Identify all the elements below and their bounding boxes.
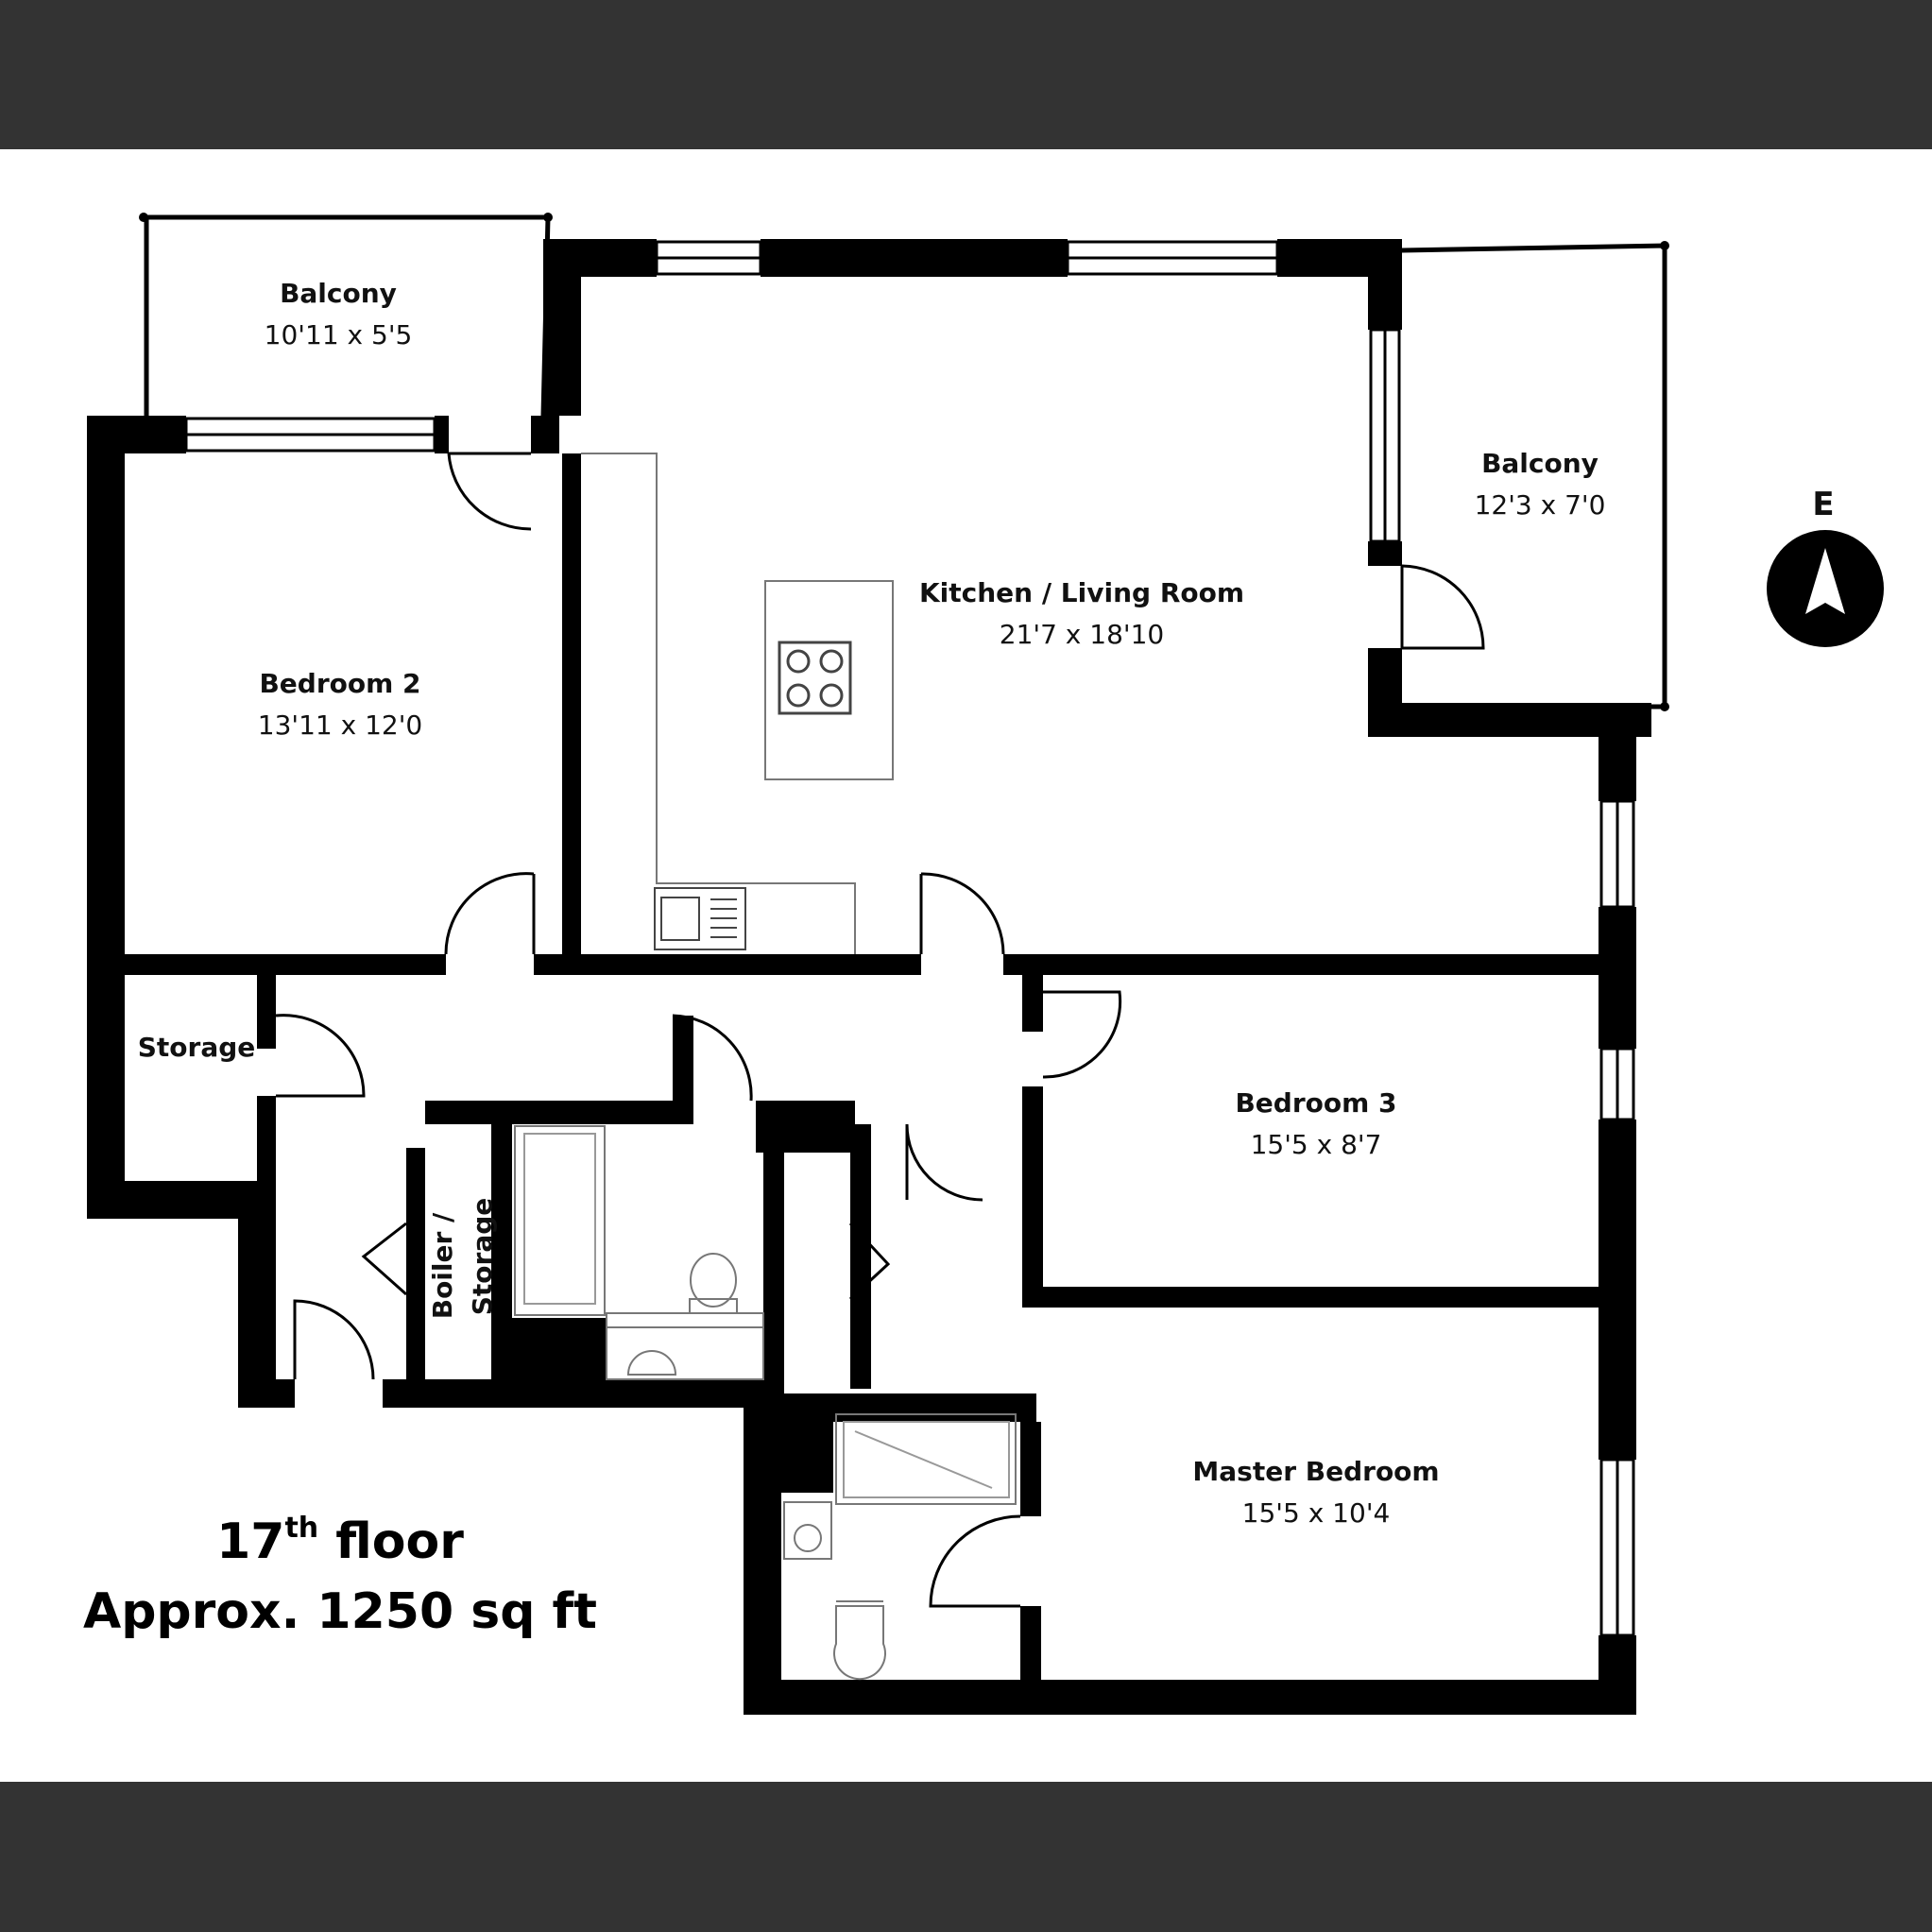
kitchen-sink: [654, 887, 746, 950]
bedroom-3-name: Bedroom 3: [1235, 1087, 1396, 1119]
ensuite-toilet: [833, 1600, 886, 1681]
ensuite-bath: [835, 1413, 1017, 1505]
compass: E: [1767, 486, 1884, 647]
balcony-1-size: 10'11 x 5'5: [265, 319, 413, 350]
kitchen-fittings: [581, 453, 894, 954]
ensuite-basin: [794, 1524, 822, 1552]
bedroom-2-name: Bedroom 2: [259, 668, 420, 699]
basin: [626, 1350, 677, 1376]
balcony-1-name: Balcony: [280, 278, 397, 309]
kitchen-living-size: 21'7 x 18'10: [1000, 619, 1164, 650]
bathroom-fittings: [514, 1125, 1017, 1681]
windows: [184, 240, 1635, 1637]
compass-arrow-icon: [1805, 548, 1845, 614]
walls: [87, 239, 1651, 1715]
boiler-label-line2: Storage: [467, 1198, 498, 1316]
storage-name: Storage: [138, 1032, 256, 1063]
bedroom-2-size: 13'11 x 12'0: [258, 710, 422, 741]
bottom-band: [0, 1782, 1932, 1932]
balcony-2-size: 12'3 x 7'0: [1475, 489, 1606, 521]
room-labels: Balcony 10'11 x 5'5 Balcony 12'3 x 7'0 K…: [138, 278, 1606, 1529]
toilet: [690, 1253, 737, 1308]
master-bedroom-name: Master Bedroom: [1192, 1456, 1439, 1487]
balcony-2-name: Balcony: [1481, 448, 1599, 479]
boiler-label-line1: Boiler /: [427, 1212, 458, 1319]
balcony-outlines: [144, 214, 1667, 710]
kitchen-island: [764, 580, 894, 780]
kitchen-living-name: Kitchen / Living Room: [919, 577, 1244, 608]
bedroom-3-size: 15'5 x 8'7: [1251, 1129, 1382, 1160]
floor-area: Approx. 1250 sq ft: [82, 1583, 598, 1640]
balcony-posts: [139, 213, 1669, 711]
door-swings: [275, 452, 1485, 1608]
floor-number: 17th floor: [216, 1512, 464, 1570]
master-bedroom-size: 15'5 x 10'4: [1242, 1497, 1391, 1529]
bathtub: [514, 1125, 606, 1316]
compass-label: E: [1812, 486, 1834, 523]
top-band: [0, 0, 1932, 149]
